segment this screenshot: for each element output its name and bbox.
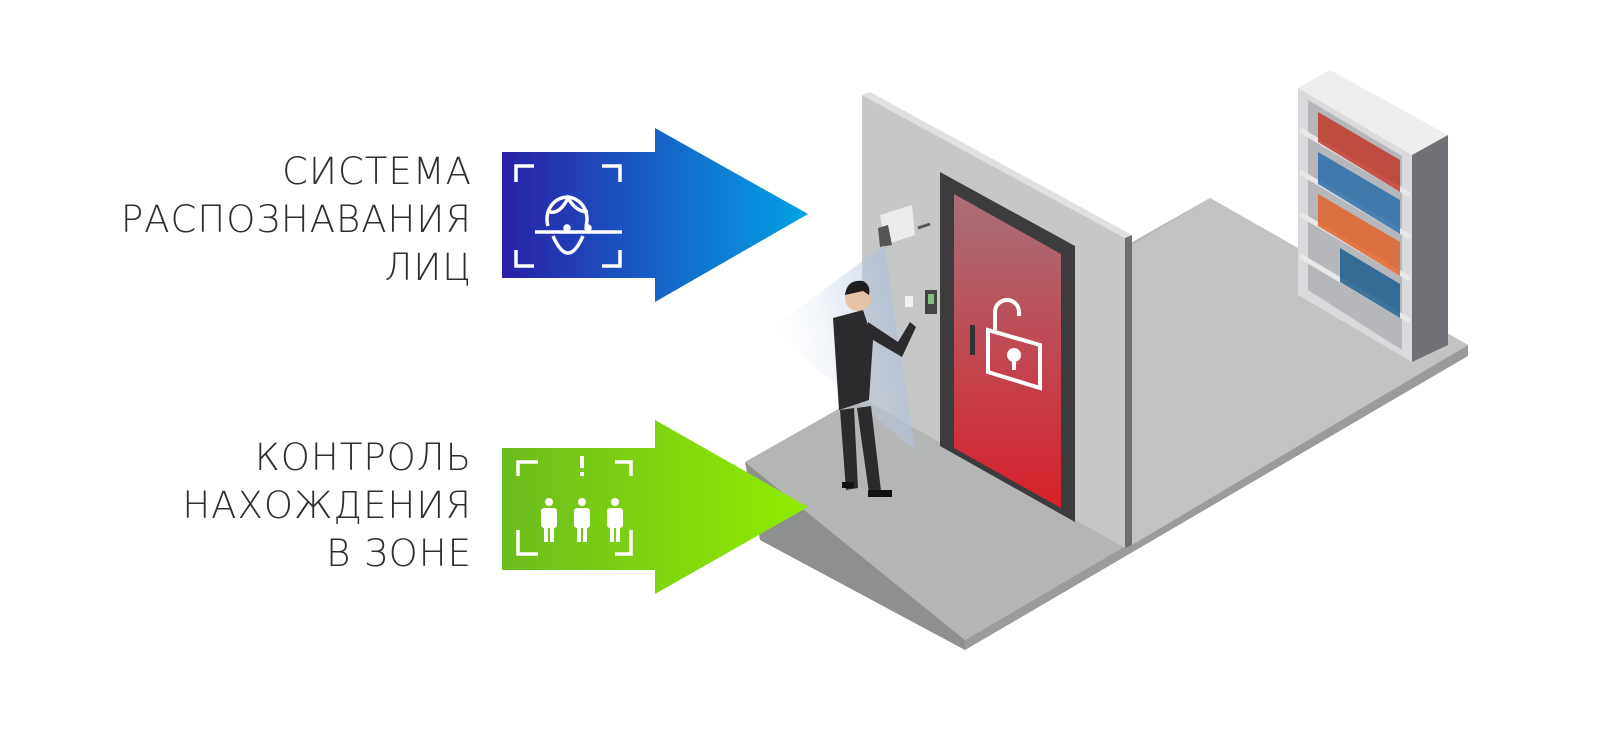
label-line: КОНТРОЛЬ <box>254 436 472 479</box>
unlocked-padlock-icon <box>986 298 1042 391</box>
face-recognition-icon <box>514 164 622 268</box>
label-line: РАСПОЗНАВАНИЯ <box>120 198 472 241</box>
label-line: ЛИЦ <box>384 246 472 289</box>
people-in-zone-icon <box>516 456 633 556</box>
bookshelf <box>1298 70 1448 362</box>
back-wall <box>1132 198 1468 545</box>
person <box>833 280 916 497</box>
zone-control-arrow <box>502 420 808 594</box>
label-line: В ЗОНЕ <box>326 532 472 575</box>
door <box>940 172 1075 522</box>
label-line: НАХОЖДЕНИЯ <box>182 484 472 527</box>
face-recognition-arrow <box>502 128 808 302</box>
label-line: СИСТЕМА <box>282 150 472 193</box>
camera <box>878 205 931 247</box>
zone-control-label: КОНТРОЛЬ НАХОЖДЕНИЯ В ЗОНЕ <box>182 434 472 578</box>
face-recognition-label: СИСТЕМА РАСПОЗНАВАНИЯ ЛИЦ <box>121 148 472 292</box>
